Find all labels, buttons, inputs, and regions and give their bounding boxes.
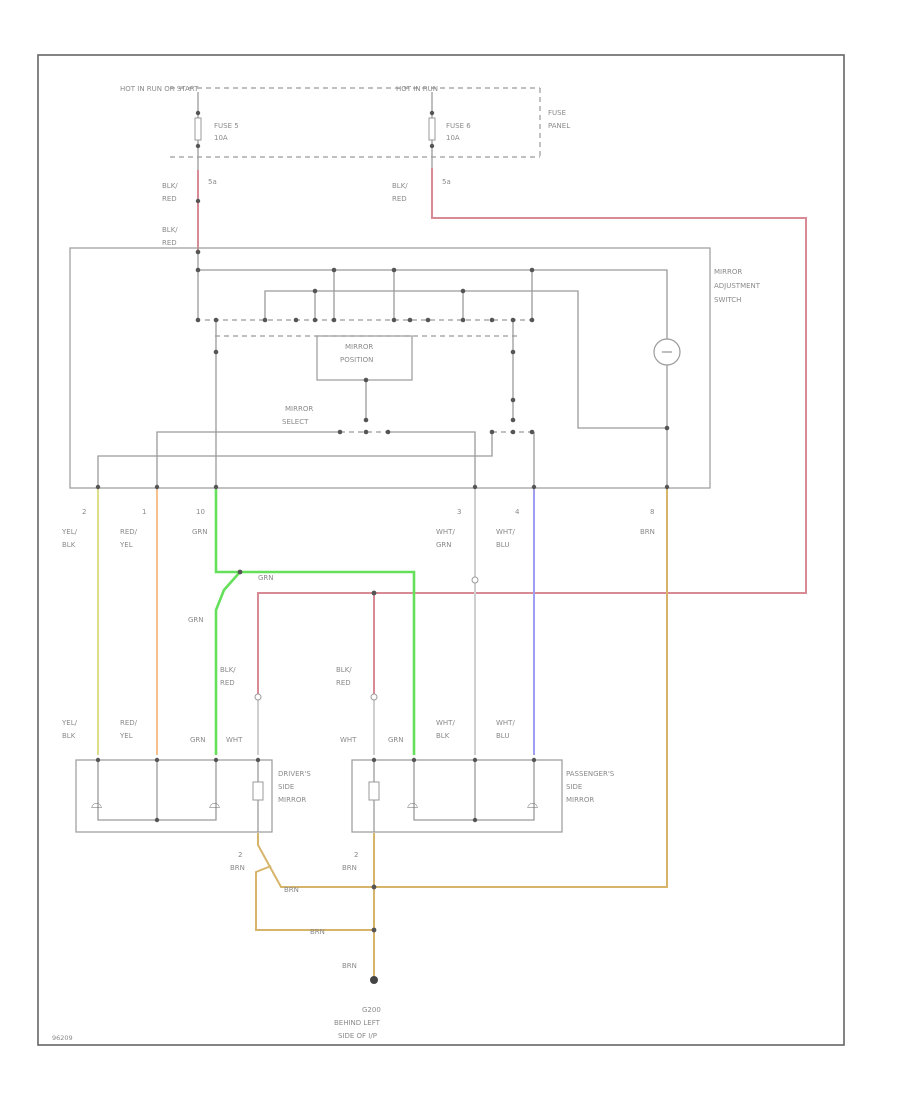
drivers-motor-right-icon: ⌓ [209,796,220,812]
wire-label-blk-red-4b: RED [220,679,235,687]
pin-2: 2 [82,508,86,516]
wire-label-wht-blk-b: BLK [436,732,450,740]
fuse5-terminal: 5a [208,178,217,186]
wire-label-wht-grn-a: WHT/ [436,528,455,536]
wire-label-brn-c: BRN [342,864,357,872]
mirror-position-label-2: POSITION [340,356,373,364]
passengers-label-1: PASSENGER'S [566,770,615,778]
wire-label-blk-red-5a: BLK/ [336,666,352,674]
wire-label-red-yel-a: RED/ [120,528,138,536]
switch-label-2: ADJUSTMENT [714,282,761,290]
drivers-motor-left-icon: ⌓ [91,796,102,812]
wire-label-yel-blk-a: YEL/ [61,528,78,536]
wire-brn-jumper [255,865,374,931]
wire-label-blk-red-2b: RED [162,239,177,247]
fuse5-symbol [194,117,202,141]
wire-label-wht-blk-a: WHT/ [436,719,455,727]
wire-label-brn-d: BRN [284,886,299,894]
ground-location-2: SIDE OF I/P [338,1032,377,1040]
wire-label-blk-red-2a: BLK/ [162,226,178,234]
wire-label-yel-blk-d: BLK [62,732,76,740]
wire-label-yel-blk-b: BLK [62,541,76,549]
fuse6-symbol [428,117,436,141]
drivers-heater-icon [252,781,264,801]
wire-label-yel-blk-c: YEL/ [61,719,78,727]
passengers-side-mirror: PASSENGER'S SIDE MIRROR ⌓ ⌓ [351,757,615,833]
drivers-label-1: DRIVER'S [278,770,311,778]
mirror-select-label-2: SELECT [282,418,309,426]
ground-name: G200 [362,1006,381,1014]
wire-label-grn-splice: GRN [258,574,274,582]
fuse6-terminal: 5a [442,178,451,186]
drivers-label-3: MIRROR [278,796,306,804]
fuse6-name: FUSE 6 [446,122,471,130]
wire-label-wht-blu-c: WHT/ [496,719,515,727]
wire-label-wht-blu-d: BLU [496,732,509,740]
wire-label-wht-b: WHT [340,736,357,744]
wire-label-grn-c: GRN [190,736,206,744]
wire-grn-drivers [214,571,241,755]
wire-label-wht-a: WHT [226,736,243,744]
ground-point-icon [370,976,378,984]
fuse5-name: FUSE 5 [214,122,239,130]
wire-label-blk-red-4a: BLK/ [220,666,236,674]
passengers-label-2: SIDE [566,783,582,791]
fuse5-amp: 10A [214,134,228,142]
wire-label-red-yel-c: RED/ [120,719,138,727]
switch-label-3: SWITCH [714,296,741,304]
figure-id: 96209 [52,1034,73,1042]
drivers-side-mirror: DRIVER'S SIDE MIRROR ⌓ ⌓ [75,757,311,833]
wire-blk-red-fuse6 [257,168,807,695]
mirror-position-label-1: MIRROR [345,343,373,351]
mirror-adjustment-switch: MIRROR ADJUSTMENT SWITCH MIRROR POSITION… [69,247,761,489]
switch-label-1: MIRROR [714,268,742,276]
wire-label-blk-red-3b: RED [392,195,407,203]
passengers-motor-right-icon: ⌓ [527,796,538,812]
pin-10: 10 [196,508,205,516]
passengers-heater-icon [368,781,380,801]
pin-2-drivers-ground: 2 [238,851,242,859]
wire-label-grn-d: GRN [388,736,404,744]
wire-label-blk-red-3a: BLK/ [392,182,408,190]
passengers-label-3: MIRROR [566,796,594,804]
ground-location-1: BEHIND LEFT [334,1019,381,1027]
fuse6-amp: 10A [446,134,460,142]
wire-label-blk-red-1b: RED [162,195,177,203]
wire-label-wht-blu-b: BLU [496,541,509,549]
wire-label-wht-blu-a: WHT/ [496,528,515,536]
fuse-panel: HOT IN RUN OR START HOT IN RUN FUSE PANE… [120,85,570,186]
passengers-motor-left-icon: ⌓ [407,796,418,812]
wire-label-brn-e: BRN [310,928,325,936]
wire-label-grn-a: GRN [192,528,208,536]
wire-grn [214,487,416,755]
wire-label-blk-red-5b: RED [336,679,351,687]
pin-4: 4 [515,508,520,516]
wire-label-brn-b: BRN [230,864,245,872]
hot-run-start-label: HOT IN RUN OR START [120,85,199,93]
pin-3: 3 [457,508,461,516]
wire-label-wht-grn-b: GRN [436,541,452,549]
wire-label-brn-a: BRN [640,528,655,536]
wire-label-grn-b: GRN [188,616,204,624]
wire-brn-switch [257,487,668,888]
mirror-select-label-1: MIRROR [285,405,313,413]
fuse-panel-label-1: FUSE [548,109,566,117]
wire-label-blk-red-1a: BLK/ [162,182,178,190]
diagram-frame [37,54,845,1046]
wire-label-red-yel-b: YEL [119,541,133,549]
wire-label-red-yel-d: YEL [119,732,133,740]
hot-in-run-label: HOT IN RUN [396,85,438,93]
pin-8: 8 [650,508,654,516]
pin-1: 1 [142,508,146,516]
fuse-panel-label-2: PANEL [548,122,570,130]
wires [97,168,807,978]
pin-2-passengers-ground: 2 [354,851,358,859]
wire-label-brn-f: BRN [342,962,357,970]
drivers-label-2: SIDE [278,783,294,791]
